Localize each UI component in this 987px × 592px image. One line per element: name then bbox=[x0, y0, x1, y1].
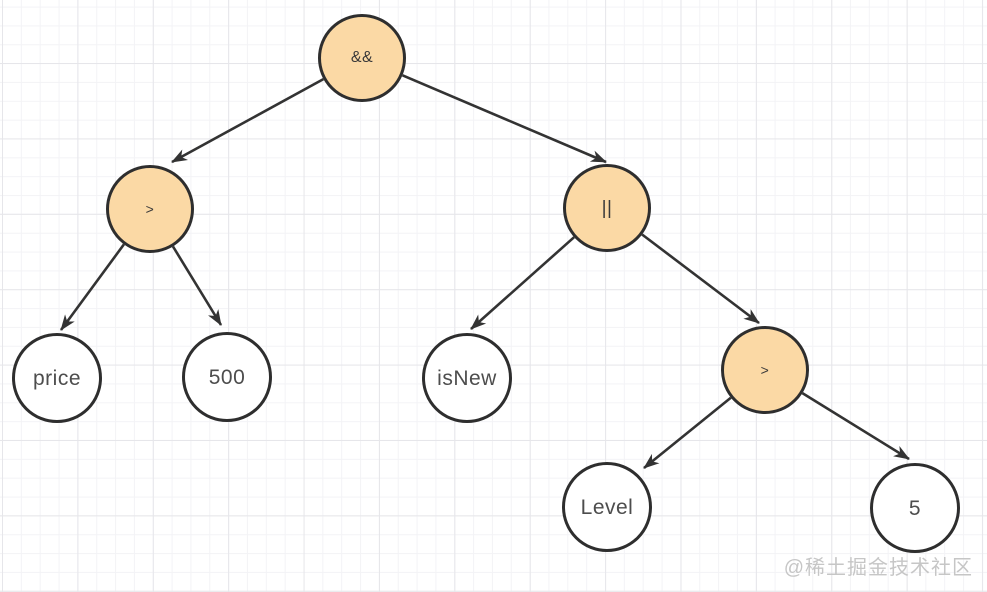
watermark-text: @稀土掘金技术社区 bbox=[783, 557, 973, 579]
node-label: > bbox=[145, 201, 155, 217]
tree-node-n5[interactable]: 5 bbox=[870, 463, 960, 553]
tree-edge-and-gt_left bbox=[171, 77, 325, 164]
tree-edge-or-isNew bbox=[470, 236, 575, 330]
tree-node-and[interactable]: && bbox=[318, 14, 406, 102]
node-label: Level bbox=[580, 495, 634, 519]
tree-edge-gt_right-n5 bbox=[801, 391, 910, 461]
tree-edge-and-or bbox=[401, 74, 607, 164]
tree-node-isNew[interactable]: isNew bbox=[422, 333, 512, 423]
tree-node-level[interactable]: Level bbox=[562, 462, 652, 552]
node-label: price bbox=[32, 366, 82, 390]
node-label: isNew bbox=[437, 366, 497, 390]
node-label: 5 bbox=[908, 496, 922, 520]
node-label: > bbox=[760, 362, 770, 378]
tree-node-n500[interactable]: 500 bbox=[182, 332, 272, 422]
node-label: || bbox=[601, 197, 613, 219]
node-label: && bbox=[350, 49, 374, 66]
tree-node-gt_right[interactable]: > bbox=[721, 326, 809, 414]
tree-edge-or-gt_right bbox=[641, 233, 760, 325]
tree-node-or[interactable]: || bbox=[563, 164, 651, 252]
tree-node-gt_left[interactable]: > bbox=[106, 165, 194, 253]
tree-edge-gt_right-level bbox=[643, 396, 732, 470]
node-label: 500 bbox=[208, 365, 246, 389]
tree-edge-gt_left-n500 bbox=[171, 245, 223, 326]
tree-edge-gt_left-price bbox=[59, 243, 125, 331]
tree-node-price[interactable]: price bbox=[12, 333, 102, 423]
